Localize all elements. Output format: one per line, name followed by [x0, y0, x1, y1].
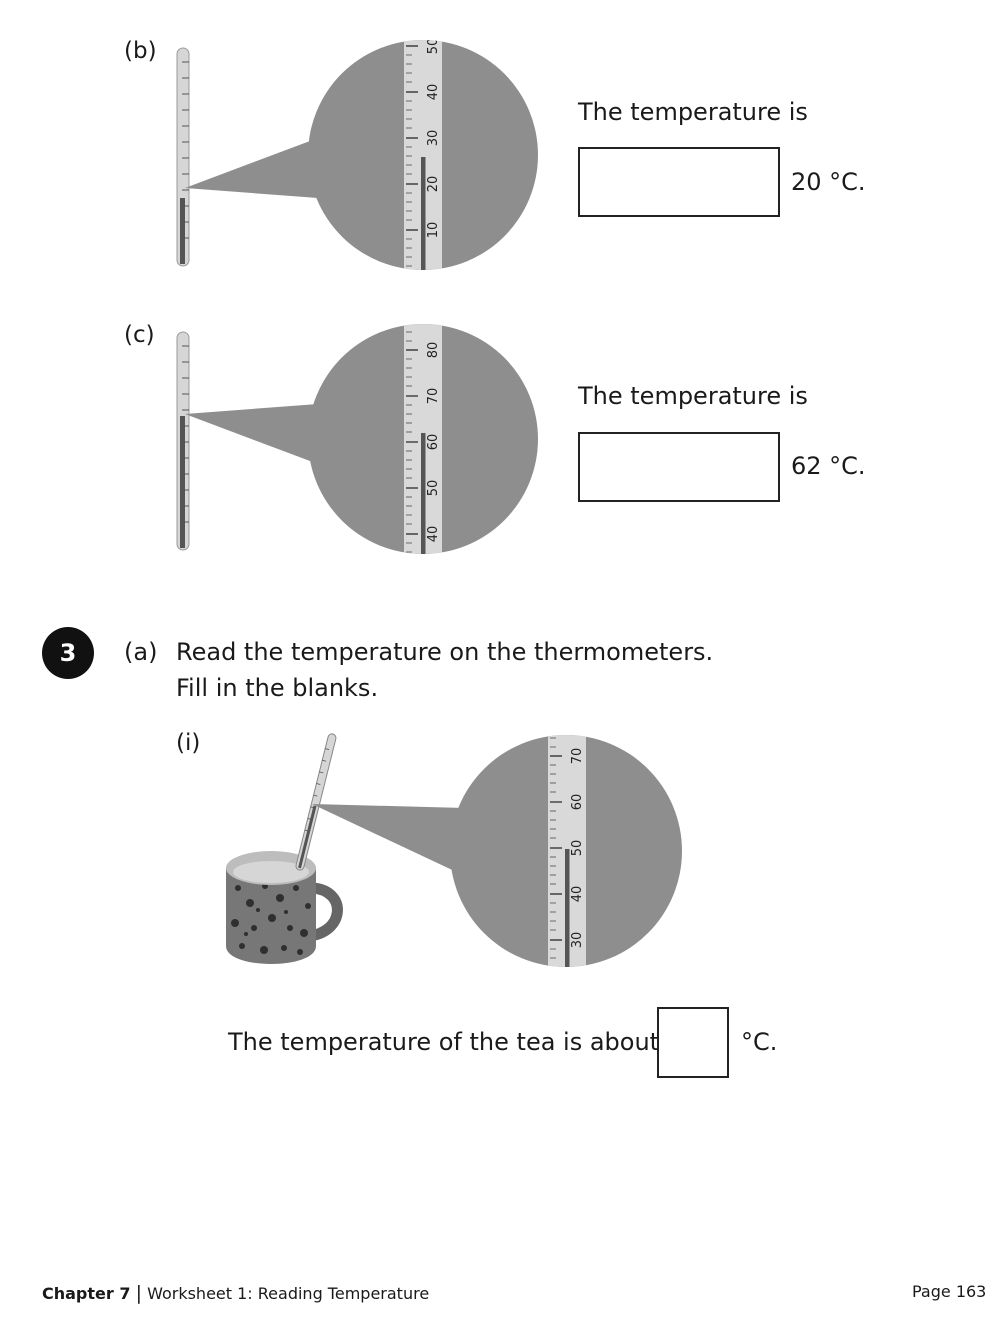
part-c-prompt: The temperature is	[578, 382, 808, 410]
zoom-tick-label: 80	[426, 342, 441, 359]
zoom-tick-label: 40	[570, 886, 585, 903]
question-part-label: (a)	[124, 638, 158, 666]
zoom-tick-label: 60	[426, 434, 441, 451]
small-thermometer	[176, 47, 190, 267]
footer-worksheet-title: Worksheet 1: Reading Temperature	[147, 1284, 430, 1303]
zoom-tick-label: 20	[426, 176, 441, 193]
zoom-tick-label: 30	[426, 130, 441, 147]
zoom-tick-label: 50	[426, 480, 441, 497]
zoom-tick-label: 30	[570, 932, 585, 949]
question-number-badge: 3	[42, 627, 94, 679]
part-c-suffix: 62 °C.	[791, 452, 866, 480]
part-b-prompt: The temperature is	[578, 98, 808, 126]
zoom-pointer	[312, 804, 465, 876]
zoom-tick-label: 40	[426, 526, 441, 543]
part-c-answer-box[interactable]	[578, 432, 780, 502]
mercury-column	[421, 157, 426, 270]
zoom-tick-label: 70	[570, 748, 585, 765]
sub-question-label: (i)	[176, 730, 201, 756]
mug-illustration	[226, 851, 343, 964]
part-b-thermometer-figure: 10 20 30 40 50	[176, 38, 538, 270]
small-thermometer	[176, 331, 190, 551]
footer-page-number: Page 163	[912, 1282, 987, 1301]
tea-answer-box[interactable]	[657, 1007, 729, 1078]
instruction-line-1: Read the temperature on the thermometers…	[176, 638, 714, 666]
footer-chapter-label: Chapter 7	[42, 1284, 131, 1303]
zoom-pointer	[185, 404, 318, 464]
instruction-line-2: Fill in the blanks.	[176, 674, 379, 702]
part-b-suffix: 20 °C.	[791, 168, 866, 196]
zoom-tick-label: 50	[570, 840, 585, 857]
tea-mug-thermometer-figure: 30 40 50 60 70	[226, 733, 682, 967]
part-c-thermometer-figure: 40 50 60 70 80	[176, 324, 538, 554]
zoom-tick-label: 70	[426, 388, 441, 405]
zoom-tick-label: 10	[426, 222, 441, 239]
angled-thermometer	[295, 733, 337, 871]
zoom-tick-label: 50	[426, 38, 441, 54]
part-c-label: (c)	[124, 322, 155, 348]
zoom-tick-label: 60	[570, 794, 585, 811]
part-b-label: (b)	[124, 38, 157, 64]
zoom-tick-label: 40	[426, 84, 441, 101]
tea-unit-label: °C.	[741, 1028, 778, 1056]
tea-question-sentence: The temperature of the tea is about	[228, 1028, 660, 1056]
zoom-pointer	[185, 138, 318, 198]
mercury-column	[565, 849, 570, 967]
mercury-column	[421, 433, 426, 554]
part-b-answer-box[interactable]	[578, 147, 780, 217]
footer-chapter: Chapter 7 | Worksheet 1: Reading Tempera…	[42, 1282, 429, 1304]
footer-separator: |	[135, 1282, 142, 1304]
